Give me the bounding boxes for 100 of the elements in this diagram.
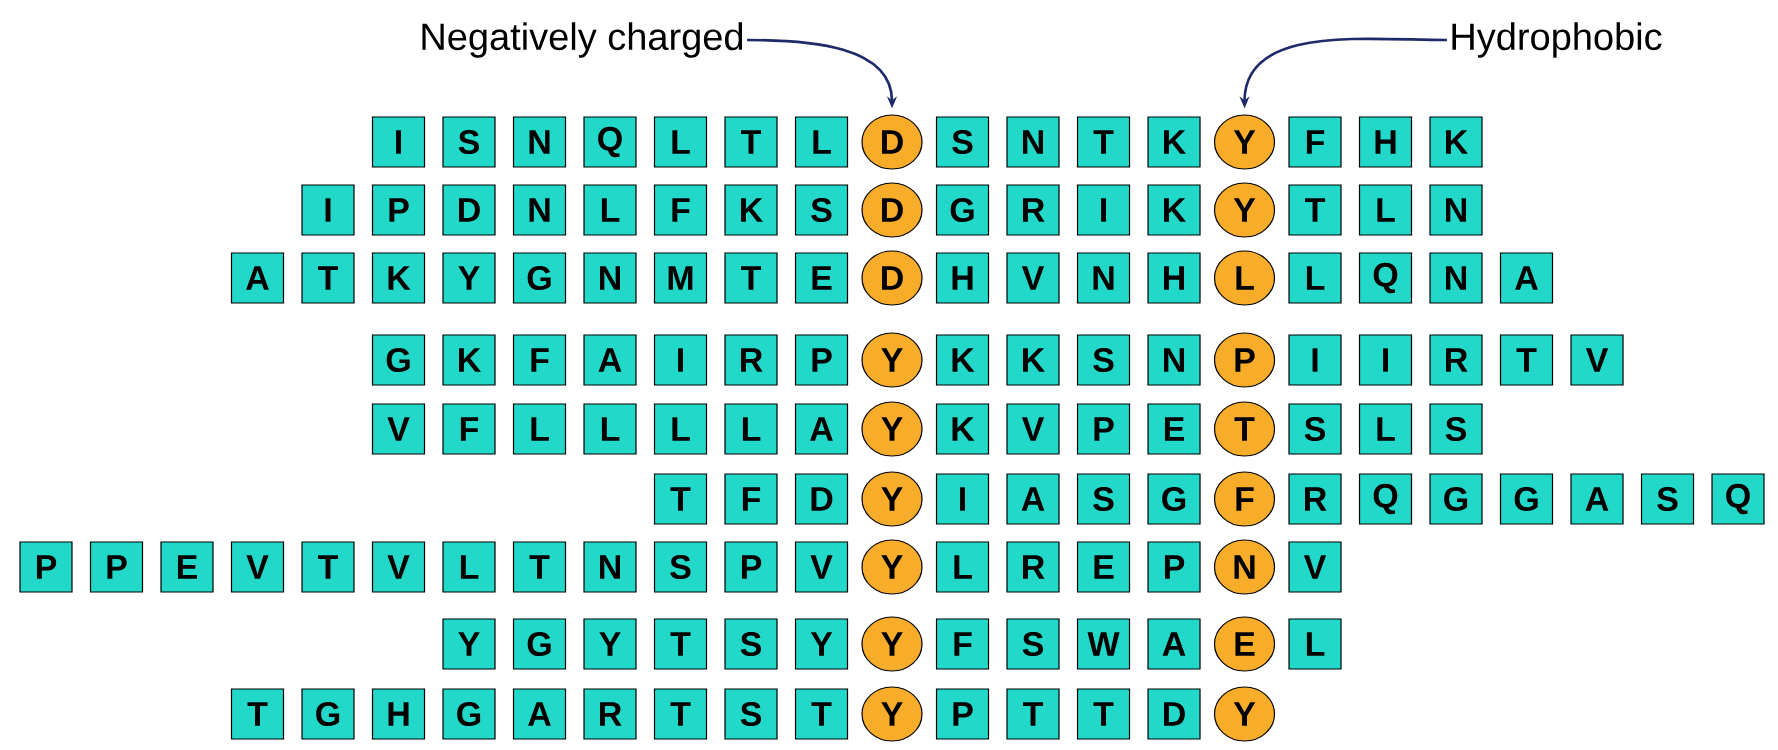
residue-box: P — [794, 334, 849, 386]
residue-box: Y — [583, 618, 637, 670]
residue-box: S — [724, 688, 778, 740]
residue-box: L — [653, 403, 708, 455]
residue-box: R — [1288, 473, 1342, 525]
residue-box: K — [1147, 116, 1201, 168]
residue-box: L — [794, 116, 849, 168]
residue-box: L — [512, 403, 567, 455]
residue-box: L — [1288, 252, 1342, 304]
residue-box: N — [512, 116, 567, 168]
residue-box: P — [1147, 541, 1201, 593]
residue-box: A — [1499, 252, 1554, 304]
residue-box: S — [1429, 403, 1483, 455]
residue-box: T — [301, 252, 355, 304]
residue-box: A — [512, 688, 567, 740]
residue-box: V — [1006, 252, 1060, 304]
residue-box: H — [935, 252, 990, 304]
residue-box: K — [442, 334, 496, 386]
residue-box: T — [724, 116, 778, 168]
residue-box: V — [371, 541, 426, 593]
residue-box: H — [371, 688, 426, 740]
residue-box: T — [230, 688, 285, 740]
residue-box: D — [442, 184, 496, 236]
residue-box: T — [794, 688, 849, 740]
residue-box: T — [512, 541, 567, 593]
residue-box: F — [1288, 116, 1342, 168]
residue-box: S — [794, 184, 849, 236]
residue-box: T — [1499, 334, 1554, 386]
residue-box: E — [1147, 403, 1201, 455]
residue-box: G — [512, 618, 567, 670]
residue-box: E — [160, 541, 214, 593]
residue-box: Q — [1358, 252, 1413, 304]
residue-box: F — [512, 334, 567, 386]
residue-box: V — [230, 541, 285, 593]
residue-box: I — [935, 473, 990, 525]
residue-box: R — [1429, 334, 1483, 386]
residue-box: S — [1640, 473, 1695, 525]
residue-box: F — [935, 618, 990, 670]
residue-box: T — [1076, 688, 1131, 740]
residue-box: I — [1358, 334, 1413, 386]
residue-box: N — [1006, 116, 1060, 168]
residue-box: Y — [442, 618, 496, 670]
residue-box: I — [1076, 184, 1131, 236]
residue-box: N — [1076, 252, 1131, 304]
residue-box: L — [935, 541, 990, 593]
residue-box: L — [724, 403, 778, 455]
residue-box: T — [653, 688, 708, 740]
residue-box: V — [794, 541, 849, 593]
residue-box: T — [653, 618, 708, 670]
residue-box: S — [1288, 403, 1342, 455]
residue-box: L — [1358, 184, 1413, 236]
residue-box: K — [1006, 334, 1060, 386]
residue-box: T — [1288, 184, 1342, 236]
residue-box: G — [1499, 473, 1554, 525]
residue-box: F — [442, 403, 496, 455]
residue-box: N — [1429, 184, 1483, 236]
residue-box: L — [583, 184, 637, 236]
residue-box: P — [935, 688, 990, 740]
residue-box: E — [1076, 541, 1131, 593]
residue-box: G — [442, 688, 496, 740]
residue-box: D — [794, 473, 849, 525]
residue-box: K — [371, 252, 426, 304]
residue-box: T — [1006, 688, 1060, 740]
residue-box: N — [512, 184, 567, 236]
residue-box: A — [1570, 473, 1624, 525]
residue-box: K — [935, 334, 990, 386]
residue-box: Q — [583, 116, 637, 168]
residue-box: Q — [1358, 473, 1413, 525]
label-text: Hydrophobic — [1452, 22, 1662, 58]
residue-box: N — [583, 541, 637, 593]
residue-box: G — [935, 184, 990, 236]
residue-box: P — [89, 541, 144, 593]
label-text: Negatively charged — [422, 22, 743, 58]
residue-box: S — [1076, 334, 1131, 386]
residue-box: N — [1429, 252, 1483, 304]
residue-box: M — [653, 252, 708, 304]
residue-box: K — [1429, 116, 1483, 168]
residue-box: Y — [442, 252, 496, 304]
residue-box: A — [1006, 473, 1060, 525]
residue-box: P — [19, 541, 73, 593]
residue-box: I — [371, 116, 426, 168]
residue-box: T — [724, 252, 778, 304]
residue-box: N — [1147, 334, 1201, 386]
residue-box: K — [935, 403, 990, 455]
residue-box: L — [1288, 618, 1342, 670]
residue-box: S — [442, 116, 496, 168]
residue-box: L — [442, 541, 496, 593]
residue-box: R — [583, 688, 637, 740]
residue-box: L — [583, 403, 637, 455]
residue-box: V — [371, 403, 426, 455]
residue-box: D — [1147, 688, 1201, 740]
residue-box: V — [1288, 541, 1342, 593]
residue-box: G — [1147, 473, 1201, 525]
residue-box: F — [724, 473, 778, 525]
residue-box: H — [1358, 116, 1413, 168]
residue-box: F — [653, 184, 708, 236]
residue-box: G — [1429, 473, 1483, 525]
residue-box: R — [1006, 184, 1060, 236]
residue-box: P — [1076, 403, 1131, 455]
residue-box: V — [1570, 334, 1624, 386]
